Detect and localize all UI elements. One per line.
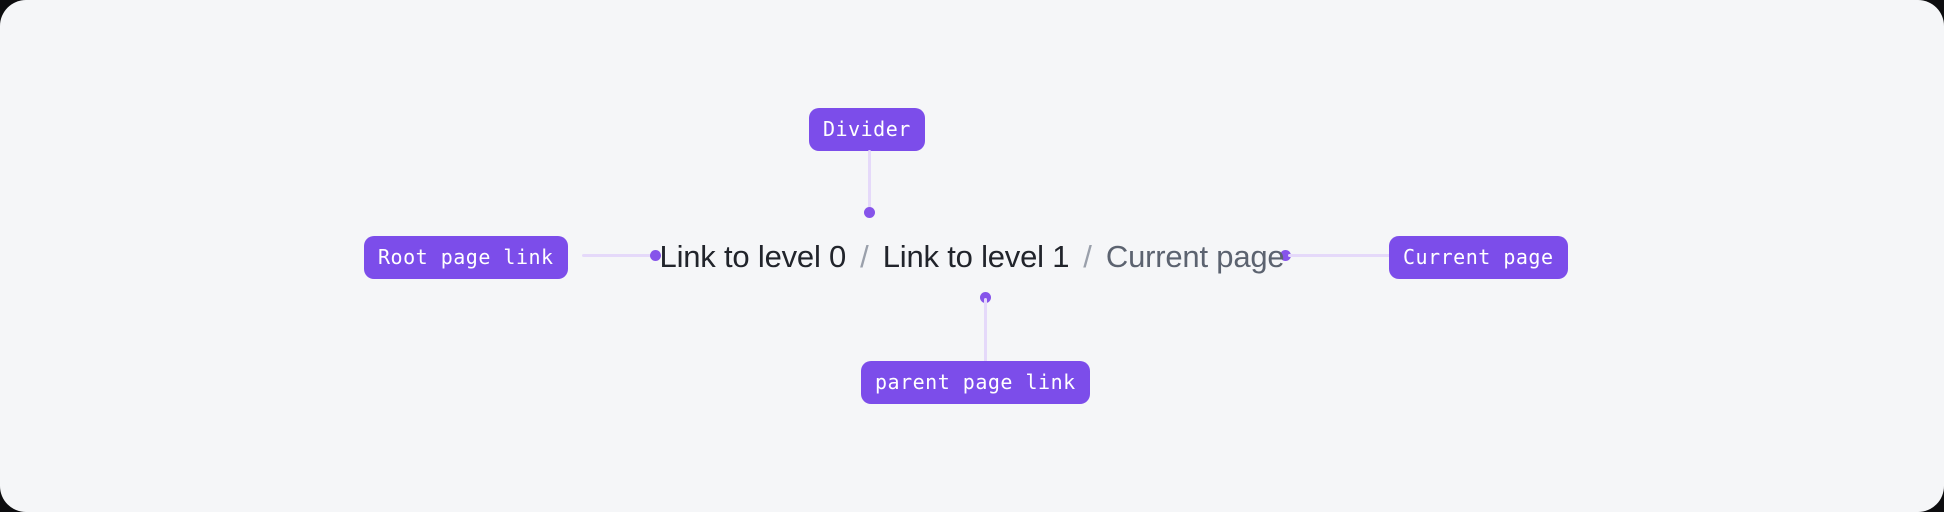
- breadcrumb-separator-1: /: [860, 238, 869, 274]
- annotation-badge-parent-page-link: parent page link: [861, 361, 1090, 404]
- breadcrumb-link-level-0[interactable]: Link to level 0: [659, 238, 847, 274]
- breadcrumb-link-level-1[interactable]: Link to level 1: [882, 238, 1070, 274]
- breadcrumb: Link to level 0 / Link to level 1 / Curr…: [0, 229, 1944, 283]
- breadcrumb-current-page: Current page: [1105, 238, 1285, 274]
- breadcrumb-separator-2: /: [1083, 238, 1092, 274]
- connector-parent-page-link: [984, 298, 987, 366]
- connector-dot-root-page-link: [650, 250, 661, 261]
- connector-divider: [868, 150, 871, 213]
- connector-root-page-link: [582, 254, 656, 257]
- connector-current-page: [1288, 254, 1393, 257]
- connector-dot-current-page: [1280, 250, 1291, 261]
- annotation-badge-divider: Divider: [809, 108, 925, 151]
- connector-dot-divider: [864, 207, 875, 218]
- annotation-badge-root-page-link: Root page link: [364, 236, 568, 279]
- connector-dot-parent-page-link: [980, 292, 991, 303]
- annotation-badge-current-page: Current page: [1389, 236, 1568, 279]
